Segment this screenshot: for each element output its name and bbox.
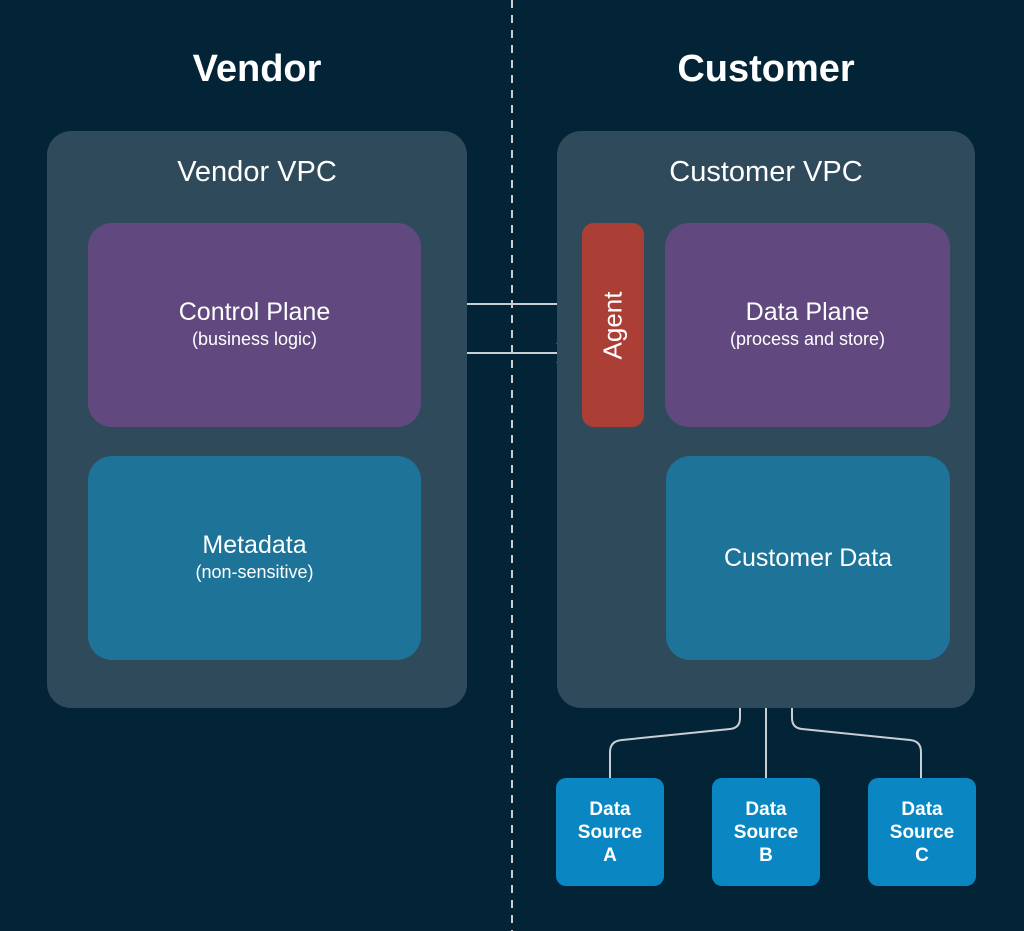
data-source-c-line2: Source [889, 821, 955, 843]
data-plane-title: Data Plane [745, 298, 870, 327]
data-source-b-line1: Data [745, 798, 787, 820]
connector-source-a [609, 660, 741, 778]
data-source-a-line2: Source [577, 821, 643, 843]
agent-box: Agent [582, 223, 644, 427]
data-source-b-line3: B [759, 844, 773, 866]
agent-label: Agent [597, 291, 628, 359]
customer-data-title: Customer Data [723, 544, 893, 572]
metadata-subtitle: (non-sensitive) [195, 562, 314, 583]
vendor-heading: Vendor [192, 48, 322, 90]
customer-data-box: Customer Data [666, 456, 950, 660]
data-plane-box: Data Plane (process and store) [665, 223, 950, 427]
control-plane-subtitle: (business logic) [191, 329, 318, 350]
customer-vpc-title: Customer VPC [669, 156, 863, 188]
control-plane-box: Control Plane (business logic) [88, 223, 421, 427]
customer-heading: Customer [677, 48, 855, 90]
control-plane-title: Control Plane [178, 298, 331, 327]
data-source-c-line3: C [915, 844, 929, 866]
metadata-box: Metadata (non-sensitive) [88, 456, 421, 660]
metadata-title: Metadata [202, 531, 307, 560]
data-source-a-line1: Data [589, 798, 631, 820]
data-source-b-line2: Source [733, 821, 799, 843]
data-source-c: Data Source C [868, 778, 976, 886]
data-plane-subtitle: (process and store) [729, 329, 886, 350]
vendor-vpc-title: Vendor VPC [177, 156, 337, 188]
data-source-a: Data Source A [556, 778, 664, 886]
connector-source-c [791, 660, 922, 778]
data-source-b: Data Source B [712, 778, 820, 886]
data-source-c-line1: Data [901, 798, 943, 820]
data-source-a-line3: A [603, 844, 617, 866]
